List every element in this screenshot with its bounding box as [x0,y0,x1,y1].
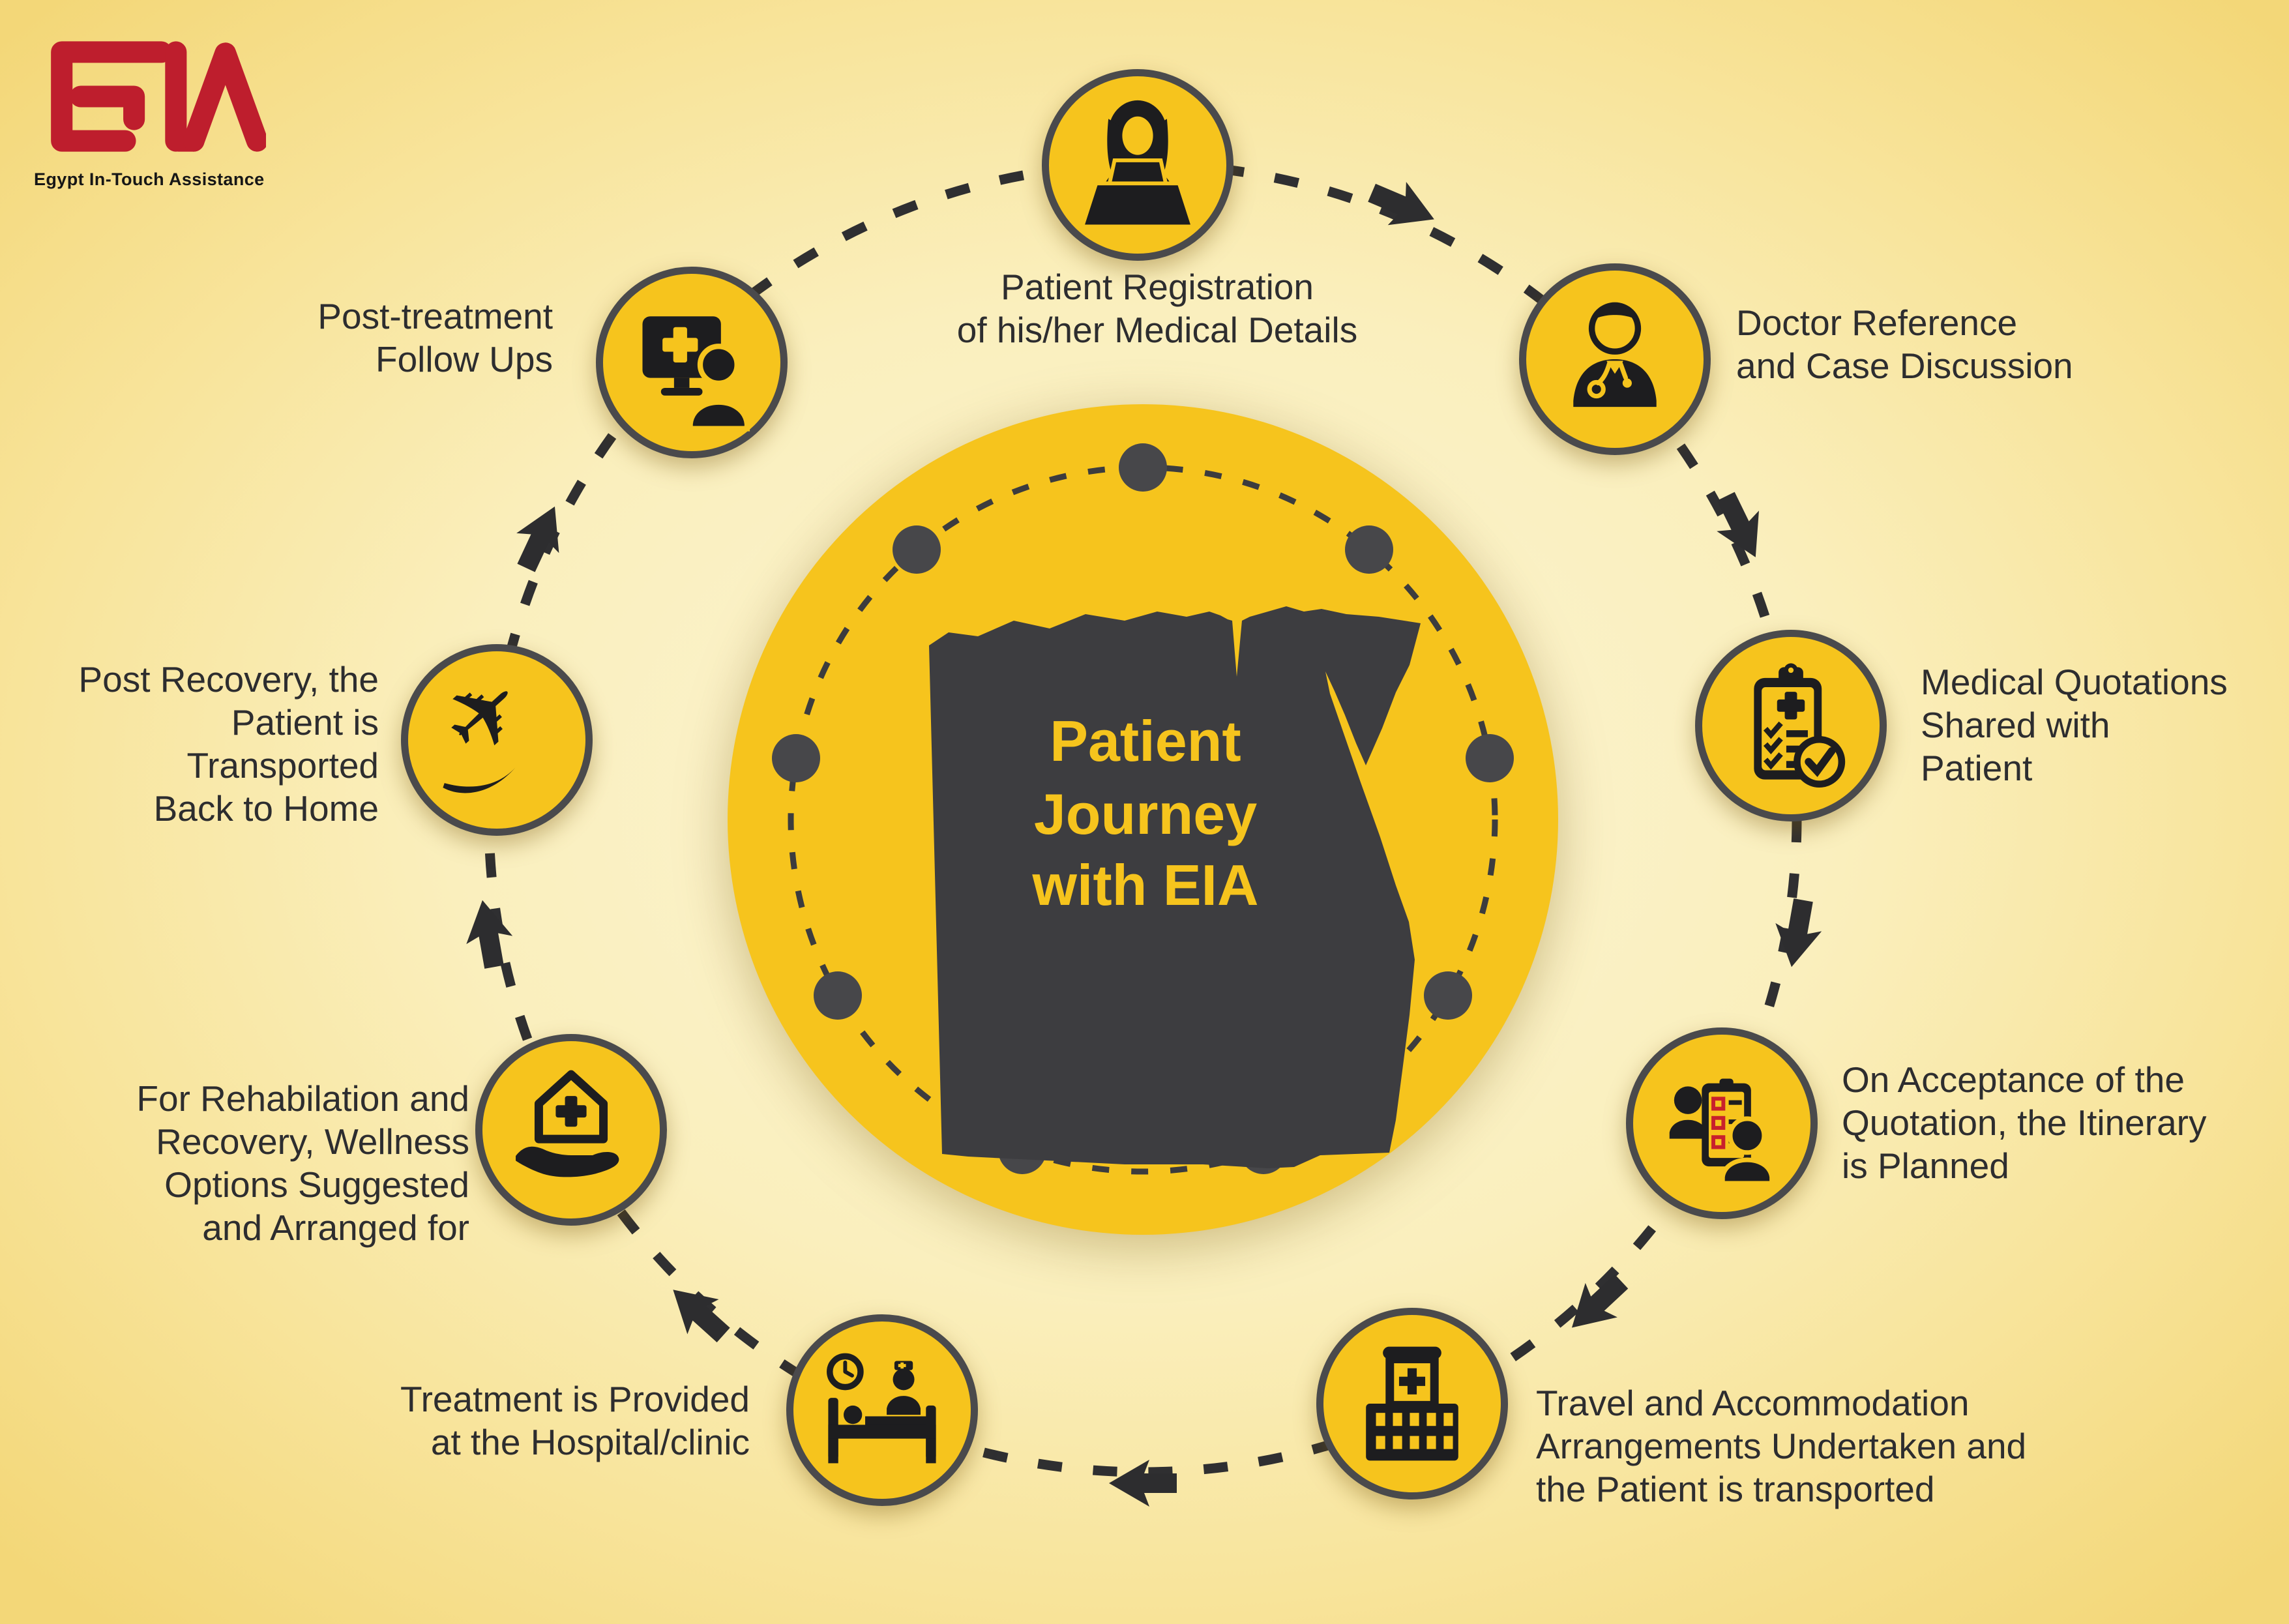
label-line: Back to Home [153,788,379,829]
label-line: Shared with [1921,705,2110,745]
ring-dot [772,734,820,782]
logo-tagline: Egypt In-Touch Assistance [34,170,265,189]
step-label-post-treatment-followups: Post-treatment Follow Ups [149,295,553,381]
step-node-treatment-provided [786,1314,978,1506]
label-line: at the Hospital/clinic [430,1422,750,1462]
label-line: Recovery, Wellness [156,1121,469,1162]
label-line: Treatment is Provided [400,1379,750,1419]
label-line: Transported [186,745,379,786]
label-line: Quotation, the Itinerary [1842,1102,2207,1143]
step-node-travel-accommodation [1316,1308,1508,1499]
airplane-icon: ✈ [421,663,548,793]
arrow-plane-to-followups [505,496,576,578]
label-line: Patient [1921,748,2033,788]
arrow-treatment-to-rehab [657,1272,739,1353]
ring-dot [893,525,941,574]
label-line: Options Suggested [164,1164,469,1205]
receptionist-icon [1079,100,1196,229]
step-label-itinerary-planned: On Acceptance of the Quotation, the Itin… [1842,1058,2206,1187]
followup-monitor-icon [642,316,750,432]
medical-checklist-icon [1754,663,1846,788]
arrow-itinerary-to-travel [1556,1264,1638,1345]
eia-logo-mark [51,41,266,152]
label-line: Patient is [231,702,379,743]
doctor-icon [1573,302,1657,407]
itinerary-people-icon [1669,1078,1775,1186]
label-line: Post-treatment [318,296,553,336]
step-label-patient-registration: Patient Registration of his/her Medical … [864,265,1451,351]
step-node-itinerary-planned [1626,1027,1818,1219]
step-node-patient-registration [1042,69,1233,261]
step-label-medical-quotations: Medical Quotations Shared with Patient [1921,660,2228,790]
label-line: Travel and Accommodation [1536,1383,1970,1423]
arrow-rehab-to-plane [459,896,518,971]
step-label-travel-accommodation: Travel and Accommodation Arrangements Un… [1536,1381,2026,1511]
center-title: Patient Journey with EIA [1031,709,1258,917]
label-line: of his/her Medical Details [956,310,1358,350]
label-line: is Planned [1842,1145,2009,1186]
label-line: Follow Ups [375,339,553,379]
center-title-line: with EIA [1031,853,1258,917]
center-title-line: Journey [1034,782,1257,846]
step-node-medical-quotations [1695,630,1887,821]
label-line: For Rehabilation and [136,1078,469,1119]
label-line: On Acceptance of the [1842,1059,2185,1100]
step-node-post-recovery-transport: ✈ [401,644,593,836]
step-label-doctor-reference: Doctor Reference and Case Discussion [1736,301,2073,387]
step-label-treatment-provided: Treatment is Provided at the Hospital/cl… [228,1378,750,1464]
ring-dot [814,971,862,1020]
step-label-post-recovery-transport: Post Recovery, the Patient is Transporte… [14,658,379,830]
wellness-hand-icon [516,1070,619,1177]
label-line: Arrangements Undertaken and [1536,1426,2027,1466]
eia-logo: EIA Egypt In-Touch Assistance [31,31,292,207]
arrow-quotations-to-itinerary [1768,896,1827,971]
step-node-rehabilitation-wellness [475,1034,667,1226]
label-line: and Arranged for [202,1207,469,1248]
label-line: and Case Discussion [1736,346,2073,386]
egypt-map [929,606,1421,1168]
ring-dot [1466,734,1514,782]
label-line: Patient Registration [1001,267,1314,307]
ring-dot [1119,443,1167,492]
step-node-post-treatment-followups [596,267,788,458]
hospital-bed-icon [827,1353,936,1464]
arrow-travel-to-treatment [1109,1460,1177,1507]
label-line: Doctor Reference [1736,303,2018,343]
ring-dot [1424,971,1472,1020]
label-line: the Patient is transported [1536,1469,1935,1509]
step-node-doctor-reference [1519,263,1711,455]
arrow-registration-to-doctor [1363,171,1443,241]
svg-text:✈: ✈ [421,663,548,780]
hospital-building-icon [1366,1346,1458,1461]
center-title-line: Patient [1050,709,1241,773]
ring-dot [1345,525,1393,574]
label-line: Medical Quotations [1921,662,2228,702]
label-line: Post Recovery, the [78,659,379,700]
step-label-rehabilitation-wellness: For Rehabilation and Recovery, Wellness … [26,1077,469,1249]
